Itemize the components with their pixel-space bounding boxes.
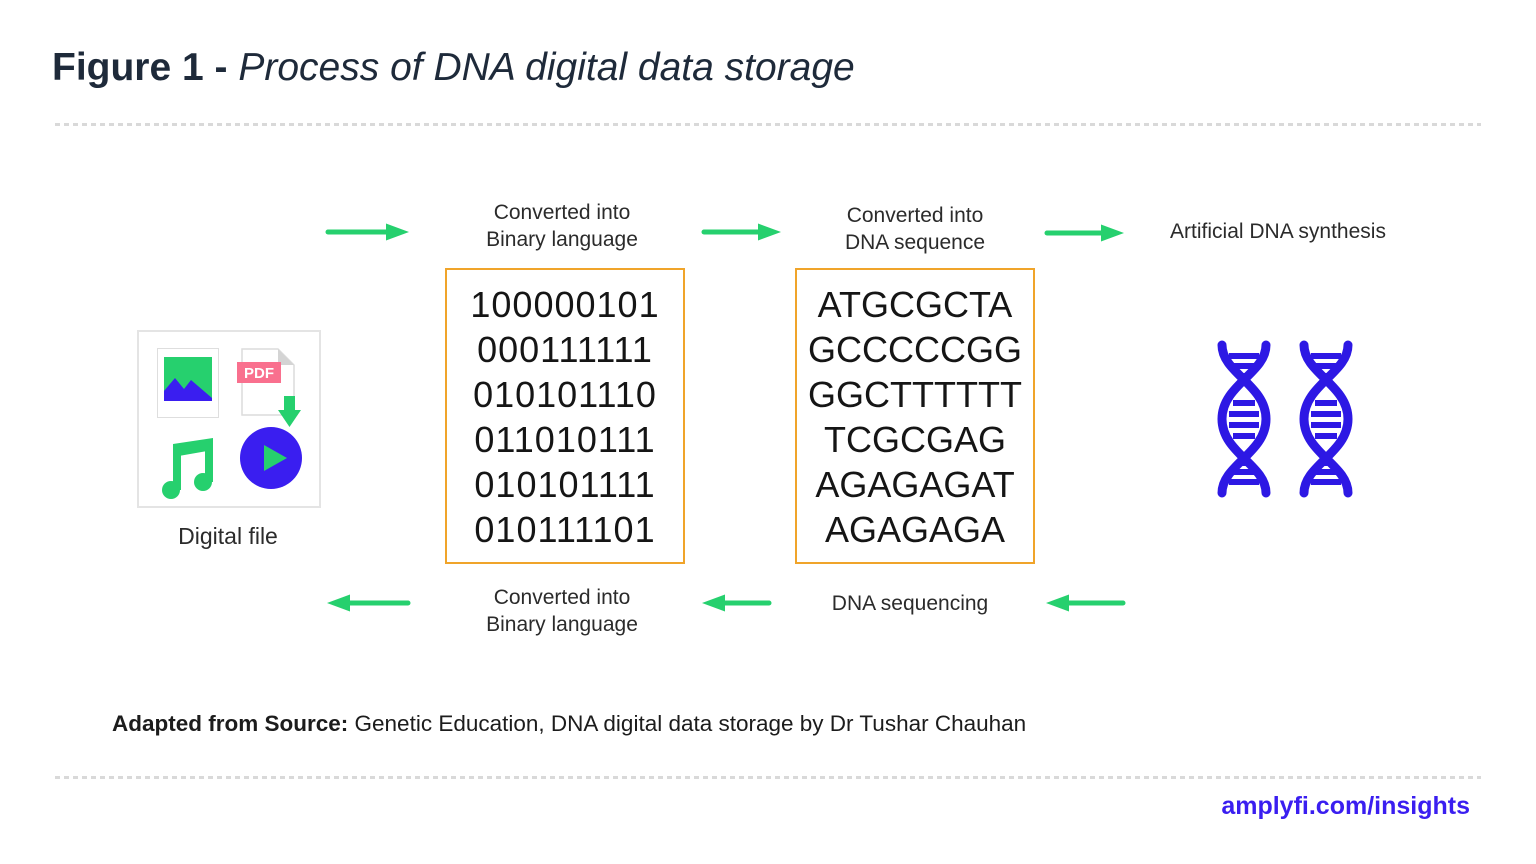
dna-helix-strand: [1217, 340, 1271, 498]
binary-line: 010111101: [474, 509, 656, 550]
right-arrow-icon: [701, 223, 781, 241]
pdf-file-icon: PDF: [237, 348, 301, 427]
label-line: Binary language: [486, 613, 638, 636]
binary-line: 100000101: [470, 284, 660, 325]
left-arrow-icon: [327, 594, 411, 612]
dna-helix-strand: [1299, 340, 1353, 498]
label-line: Binary language: [486, 228, 638, 251]
source-text: Genetic Education, DNA digital data stor…: [348, 711, 1027, 736]
digital-file-label: Digital file: [178, 523, 278, 549]
bottom-divider: [55, 776, 1481, 779]
music-note-icon: [162, 438, 213, 499]
figure-title: Figure 1 - Process of DNA digital data s…: [52, 46, 855, 90]
label-dna-sequencing: DNA sequencing: [831, 592, 989, 615]
pdf-badge-text: PDF: [244, 365, 274, 382]
left-arrow-icon: [702, 594, 772, 612]
figure-title-prefix: Figure 1 -: [52, 46, 228, 89]
top-divider: [55, 123, 1481, 126]
source-attribution: Adapted from Source: Genetic Education, …: [112, 711, 1026, 737]
dna-line: GCCCCCGG: [808, 329, 1022, 370]
dna-helix-icon: [1211, 336, 1361, 502]
dna-line: ATGCGCTA: [817, 284, 1013, 325]
binary-line: 010101111: [474, 464, 656, 505]
download-arrow-icon: [278, 396, 301, 427]
dna-sequence-box: ATGCGCTA GCCCCCGG GGCTTTTTT TCGCGAG AGAG…: [795, 268, 1035, 564]
right-arrow-icon: [1044, 224, 1124, 242]
digital-file-group: PDF: [137, 330, 321, 508]
label-line: DNA sequence: [844, 231, 986, 254]
source-prefix: Adapted from Source:: [112, 711, 349, 736]
dna-line: AGAGAGAT: [815, 464, 1015, 505]
right-arrow-icon: [325, 223, 409, 241]
dna-line: AGAGAGA: [824, 509, 1006, 550]
label-artificial-dna-synthesis: Artificial DNA synthesis: [1170, 220, 1386, 243]
figure-title-text: Process of DNA digital data storage: [227, 46, 855, 89]
play-icon: [240, 427, 302, 489]
dna-line: TCGCGAG: [823, 419, 1006, 460]
label-line: Converted into: [493, 586, 631, 609]
binary-line: 011010111: [474, 419, 656, 460]
binary-line: 010101110: [473, 374, 657, 415]
image-icon: [157, 348, 219, 418]
left-arrow-icon: [1046, 594, 1126, 612]
label-converted-binary-bottom: Converted into Binary language: [442, 584, 682, 638]
binary-line: 000111111: [477, 329, 653, 370]
label-converted-dna: Converted into DNA sequence: [795, 202, 1035, 256]
label-converted-binary-top: Converted into Binary language: [442, 199, 682, 253]
footer-link[interactable]: amplyfi.com/insights: [1221, 792, 1470, 820]
binary-sequence-box: 100000101 000111111 010101110 011010111 …: [445, 268, 685, 564]
label-line: Converted into: [493, 201, 631, 224]
dna-line: GGCTTTTTT: [808, 374, 1022, 415]
label-line: Converted into: [846, 204, 984, 227]
